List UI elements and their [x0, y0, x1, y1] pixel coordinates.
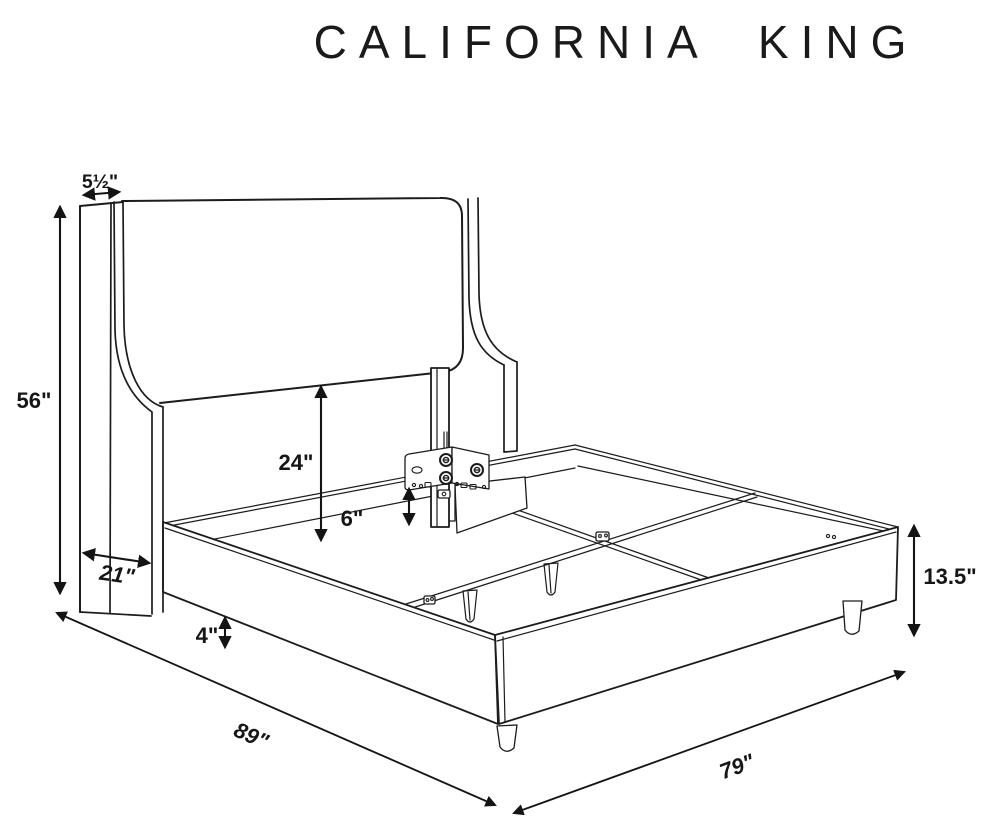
corner-leg-right [842, 600, 863, 635]
headboard-panel-outline [121, 196, 464, 404]
left-wing-outer-curve [122, 201, 164, 613]
head-rail-top-edge [163, 444, 576, 524]
bed-frame-rails [162, 361, 899, 752]
dimension-rail-lip: 6" [341, 486, 416, 531]
dimension-panel-clearance: 24" [279, 384, 328, 543]
dim-label-overall-length: 89" [230, 717, 273, 754]
dimension-headboard-thickness: 5½" [81, 171, 122, 201]
headboard-group [79, 196, 528, 617]
bracket-bolt [439, 453, 453, 467]
dim-label-rail-lip: 6" [341, 506, 364, 531]
far-rail-top-edge-2 [574, 448, 898, 532]
headboard-slab-bottom-edge [79, 611, 152, 617]
bracket-bolt [470, 463, 484, 477]
dim-label-panel-clearance: 24" [279, 450, 314, 475]
near-corner-edge [502, 636, 506, 723]
dim-label-platform-height: 13.5" [923, 564, 976, 589]
dim-label-headboard-height: 56" [17, 388, 52, 413]
bracket-lower-tab [437, 489, 451, 499]
support-leg [462, 589, 478, 623]
dimension-platform-height: 13.5" [907, 523, 977, 638]
far-rail-top-edge [574, 444, 899, 528]
support-leg [543, 562, 559, 596]
head-rail-top-edge-2 [163, 448, 576, 528]
bracket-oval-hole [411, 466, 423, 474]
left-wing-inner-curve [113, 201, 153, 615]
right-wing-outer-curve [477, 197, 518, 363]
dimension-leg-height: 4" [196, 615, 232, 650]
page-title: CALIFORNIA KING [314, 16, 919, 68]
corner-leg-near [496, 724, 518, 752]
headboard-slab-top-edge [79, 201, 124, 207]
dim-label-leg-height: 4" [196, 623, 219, 648]
dim-label-headboard-thickness: 5½" [82, 171, 118, 193]
headboard-bracket-group [404, 446, 490, 499]
bracket-lower-screw [441, 491, 447, 497]
dimension-headboard-height: 56" [17, 204, 67, 596]
dimension-wing-depth: 21" [81, 548, 152, 590]
dim-label-wing-depth: 21" [97, 560, 137, 590]
foot-rail-welt-line [496, 531, 897, 642]
far-rail-screw [831, 534, 837, 540]
dim-label-overall-width: 79" [716, 749, 758, 785]
far-rail-screw [825, 533, 831, 539]
headboard-leg-side-slab [454, 476, 528, 534]
bracket-bolt [439, 471, 453, 485]
right-wing-inner-curve [467, 198, 505, 366]
right-wing-column [503, 361, 518, 453]
headboard-slab-inner-edge [109, 202, 112, 614]
